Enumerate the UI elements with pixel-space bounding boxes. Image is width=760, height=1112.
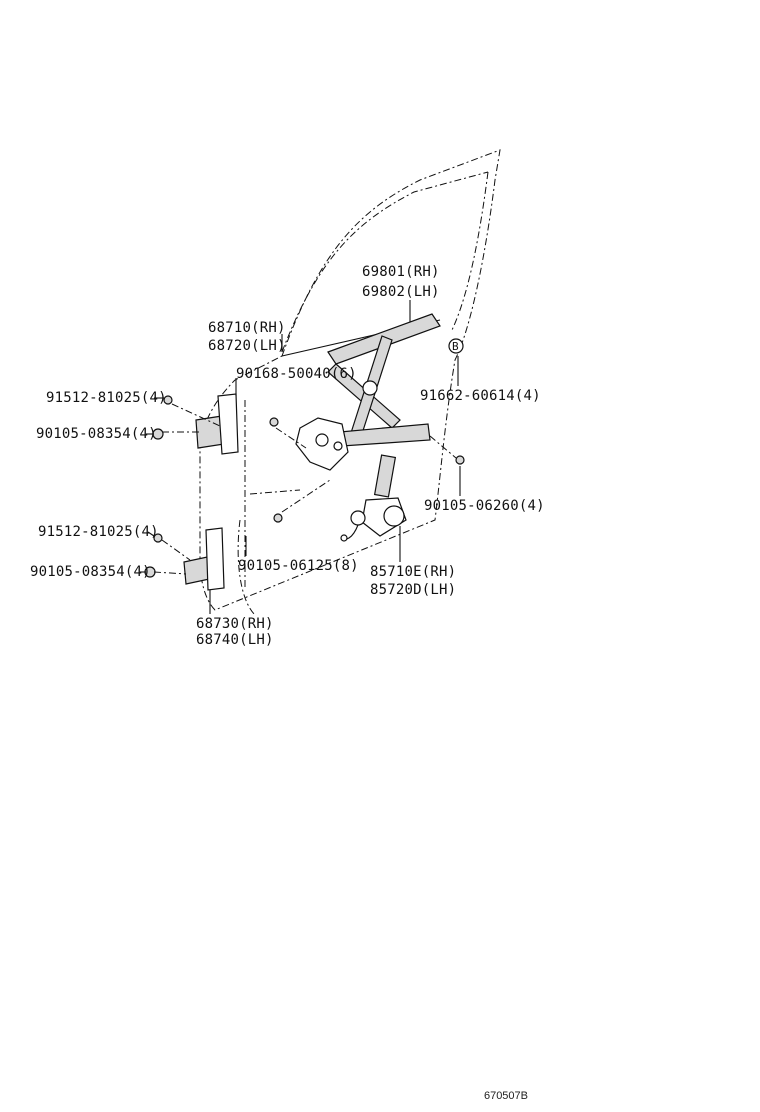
pivot-icon	[362, 380, 378, 396]
label-regulator-lh: 69802(LH)	[362, 284, 440, 300]
label-ref-b: B	[452, 340, 459, 353]
bolt-icon	[269, 417, 279, 427]
regulator-motor	[340, 454, 407, 542]
label-bolt-91662: 91662-60614(4)	[420, 388, 541, 404]
label-regulator-rh: 69801(RH)	[362, 264, 440, 280]
bolt-icon	[455, 455, 465, 465]
lower-hinge	[183, 527, 225, 591]
window-regulator	[295, 313, 441, 471]
label-bolt-91512-lower: 91512-81025(4)	[38, 524, 159, 540]
bolt-icon	[273, 513, 283, 523]
label-bolt-91512-upper: 91512-81025(4)	[46, 390, 167, 406]
fasteners	[144, 395, 465, 578]
label-upper-hinge-rh: 68710(RH)	[208, 320, 286, 336]
label-bolt-90105-upper: 90105-08354(4)	[36, 426, 157, 442]
bolt-icon	[163, 395, 173, 405]
label-bolt-90105-lower: 90105-08354(4)	[30, 564, 151, 580]
label-bolt-90105-06260: 90105-06260(4)	[424, 498, 545, 514]
label-motor-rh: 85710E(RH)	[370, 564, 456, 580]
label-bolt-90105-06125: 90105-06125(8)	[238, 558, 359, 574]
leader-lines	[140, 300, 464, 614]
label-motor-lh: 85720D(LH)	[370, 582, 456, 598]
door-outline	[199, 149, 501, 616]
bolt-icon	[153, 533, 163, 543]
label-bolt-90168: 90168-50040(6)	[236, 366, 357, 382]
reference-circle	[448, 338, 464, 354]
label-lower-hinge-rh: 68730(RH)	[196, 616, 274, 632]
label-upper-hinge-lh: 68720(LH)	[208, 338, 286, 354]
upper-hinge	[195, 393, 239, 455]
diagram-code: 670507B	[483, 1090, 528, 1102]
label-lower-hinge-lh: 68740(LH)	[196, 632, 274, 648]
